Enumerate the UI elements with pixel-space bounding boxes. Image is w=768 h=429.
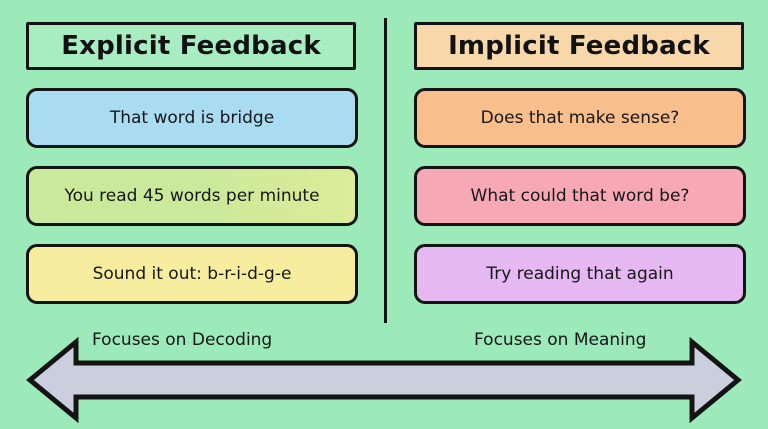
arrow-caption-left: Focuses on Decoding: [92, 330, 273, 350]
card-explicit-1: That word is bridge: [26, 88, 358, 148]
arrow-caption-right: Focuses on Meaning: [474, 330, 647, 350]
card-explicit-3: Sound it out: b-r-i-d-g-e: [26, 244, 358, 304]
spectrum-arrow-band: Focuses on Decoding Focuses on Meaning: [0, 330, 768, 429]
card-implicit-2: What could that word be?: [414, 166, 746, 226]
header-implicit-feedback: Implicit Feedback: [414, 22, 744, 70]
card-implicit-2-label: What could that word be?: [470, 185, 690, 206]
card-implicit-1-label: Does that make sense?: [480, 107, 680, 128]
column-divider: [384, 18, 387, 323]
double-headed-arrow-icon: [26, 336, 742, 424]
header-implicit-feedback-label: Implicit Feedback: [448, 31, 710, 61]
card-implicit-3: Try reading that again: [414, 244, 746, 304]
card-explicit-2-label: You read 45 words per minute: [64, 185, 320, 206]
card-implicit-3-label: Try reading that again: [486, 263, 674, 284]
header-explicit-feedback: Explicit Feedback: [26, 22, 356, 70]
card-explicit-1-label: That word is bridge: [109, 107, 275, 128]
column-implicit-feedback: Implicit Feedback Does that make sense? …: [414, 0, 754, 330]
card-explicit-2: You read 45 words per minute: [26, 166, 358, 226]
column-explicit-feedback: Explicit Feedback That word is bridge Yo…: [26, 0, 366, 330]
card-explicit-3-label: Sound it out: b-r-i-d-g-e: [92, 263, 292, 284]
card-implicit-1: Does that make sense?: [414, 88, 746, 148]
header-explicit-feedback-label: Explicit Feedback: [61, 31, 321, 61]
